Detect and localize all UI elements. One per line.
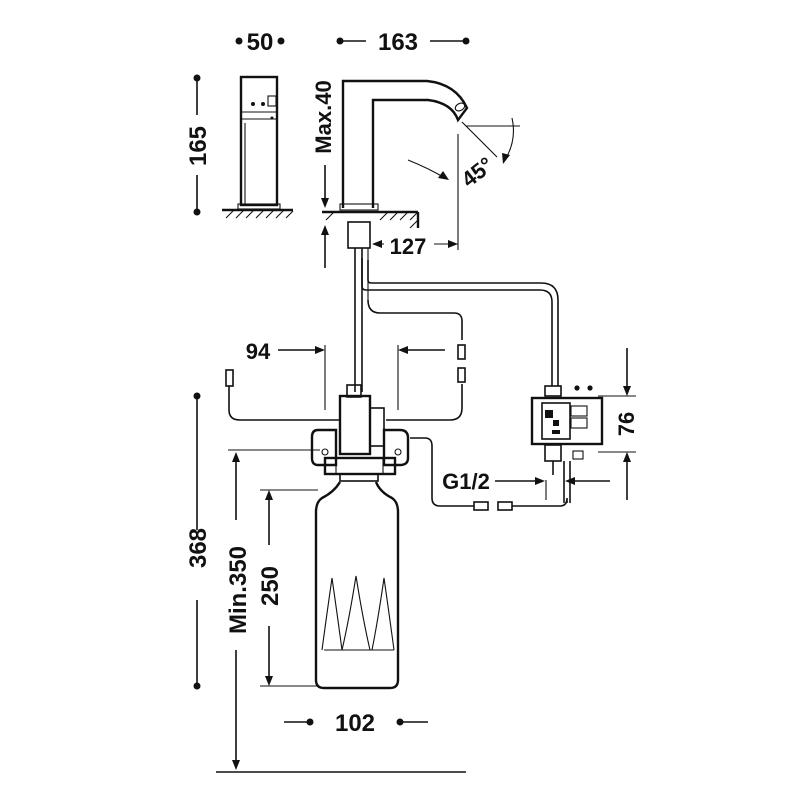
- supply-hose: [410, 437, 568, 511]
- dim-length-163: 163: [336, 29, 470, 56]
- cable-runs: [361, 258, 559, 421]
- dim-total-368: 368: [185, 392, 212, 690]
- dim-min-350: Min.350: [216, 449, 466, 773]
- dim-box-76: 76: [598, 348, 639, 500]
- dim-label-165: 165: [185, 126, 212, 166]
- dim-bottle-102: 102: [284, 710, 428, 737]
- dim-label-250: 250: [257, 566, 284, 606]
- dim-valve-94: 94: [246, 339, 445, 410]
- solenoid-valve: [225, 369, 410, 482]
- dim-label-50: 50: [247, 29, 274, 56]
- dim-label-102: 102: [335, 710, 375, 737]
- dim-reach-127: 127: [372, 134, 459, 259]
- dim-thread-g12: G1/2: [442, 469, 610, 500]
- dim-bottle-250: 250: [257, 489, 318, 687]
- dim-angle-45: 45°: [407, 117, 520, 192]
- dim-label-94: 94: [246, 339, 271, 364]
- control-box: [530, 385, 604, 503]
- dim-label-max40: Max.40: [311, 80, 336, 153]
- dim-label-368: 368: [185, 528, 212, 568]
- dim-label-min350: Min.350: [225, 546, 252, 634]
- dim-label-127: 127: [390, 234, 427, 259]
- dim-label-76: 76: [614, 412, 639, 436]
- dim-label-163: 163: [378, 29, 418, 56]
- soap-bottle: [314, 481, 400, 690]
- faucet-side-view: [222, 75, 294, 219]
- dim-max-40: Max.40: [311, 80, 336, 268]
- dim-width-50: 50: [235, 29, 285, 56]
- dim-height-165: 165: [185, 74, 212, 216]
- dim-label-45: 45°: [457, 152, 499, 192]
- faucet-front-view: [322, 79, 469, 392]
- dim-label-g12: G1/2: [442, 469, 490, 494]
